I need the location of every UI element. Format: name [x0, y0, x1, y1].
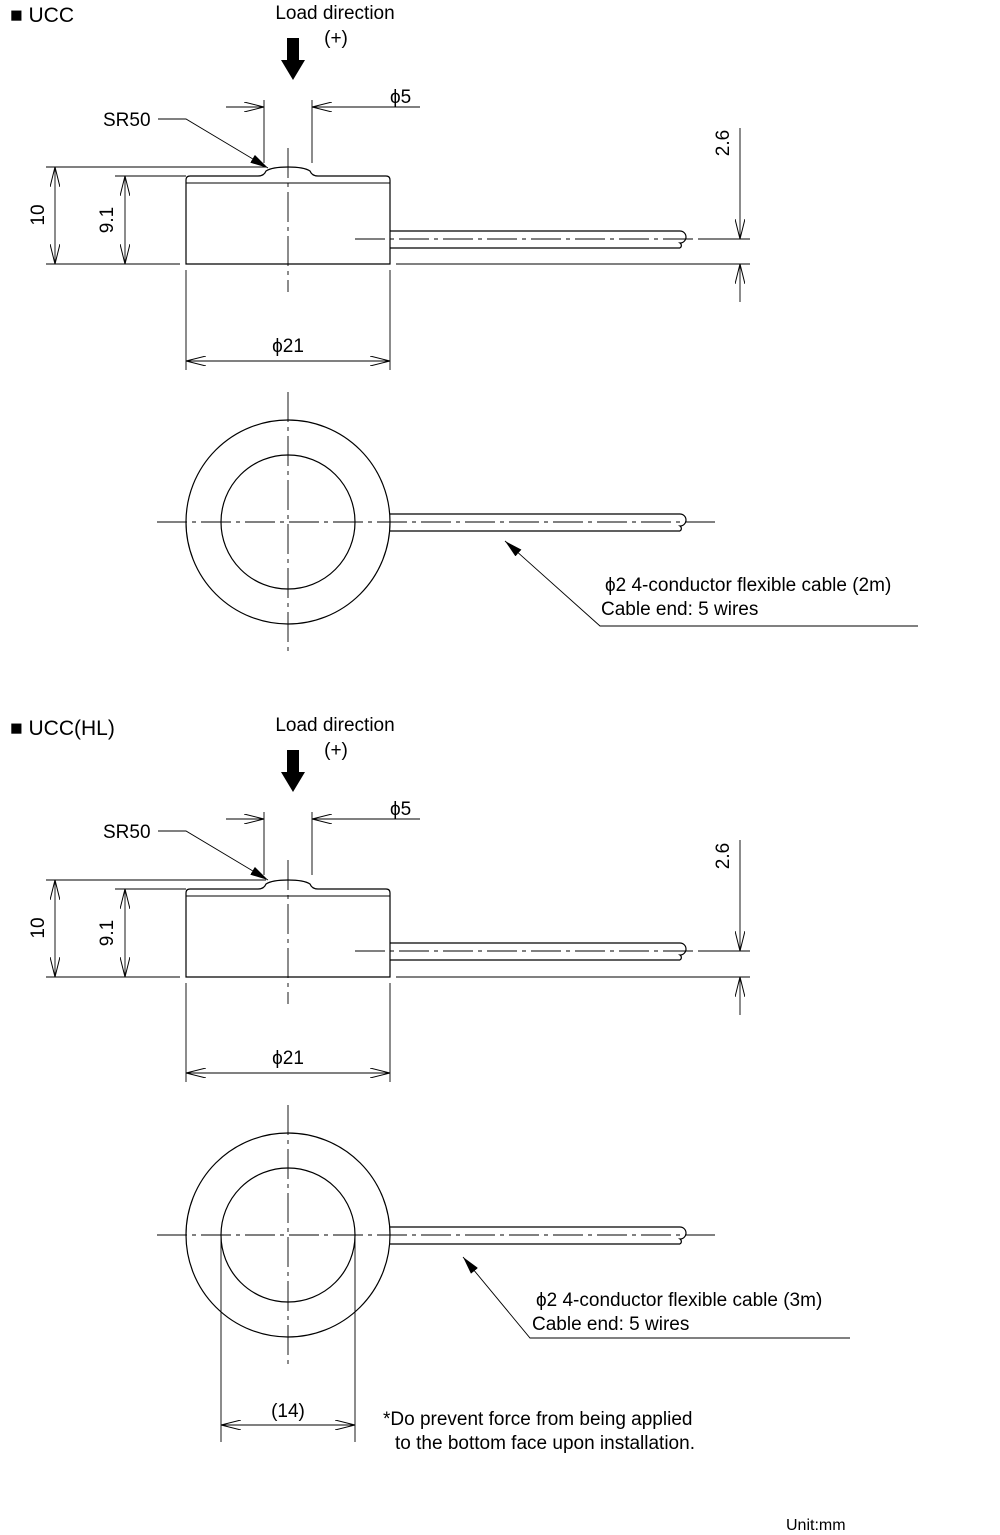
load-direction-label: Load direction: [275, 715, 394, 736]
body-diameter-label: ϕ21: [272, 336, 304, 357]
sphere-radius-label: SR50: [103, 822, 151, 843]
section-title-ucc-hl: ■ UCC(HL): [10, 717, 115, 740]
inner-diameter-label: (14): [271, 1401, 305, 1422]
load-sign-label: (+): [324, 740, 348, 761]
cable-end-top: [678, 1226, 687, 1245]
cable-leader: [462, 1256, 850, 1339]
cable-end: [678, 230, 687, 249]
unit-label: Unit:mm: [786, 1517, 846, 1534]
cable-end-top: [678, 513, 687, 532]
body-height-label: 9.1: [97, 207, 118, 233]
section-ucc-hl: ■ UCC(HL) Load direction (+) ϕ5 SR50 10 …: [10, 715, 850, 1454]
cable-label-2: Cable end: 5 wires: [532, 1314, 689, 1335]
cable-offset-label: 2.6: [713, 130, 734, 156]
load-arrow-icon: [281, 38, 305, 80]
sphere-radius-label: SR50: [103, 110, 151, 131]
sphere-radius-leader: [158, 118, 269, 169]
cable-label-2: Cable end: 5 wires: [601, 599, 758, 620]
section-title-ucc: ■ UCC: [10, 4, 74, 27]
height-total-label: 10: [28, 204, 49, 225]
button-diameter-label: ϕ5: [390, 799, 411, 820]
load-sign-label: (+): [324, 28, 348, 49]
cable-label-1: ϕ2 4-conductor flexible cable (3m): [536, 1290, 822, 1311]
load-direction-label: Load direction: [275, 3, 394, 24]
cable-label-1: ϕ2 4-conductor flexible cable (2m): [605, 575, 891, 596]
section-ucc: ■ UCC Load direction (+) ϕ5 SR50: [10, 3, 918, 655]
body-height-label: 9.1: [97, 920, 118, 946]
sphere-radius-leader: [158, 830, 269, 881]
button-diameter-label: ϕ5: [390, 87, 411, 108]
note-line-1: *Do prevent force from being applied: [383, 1409, 692, 1430]
cable-leader: [504, 540, 918, 627]
load-arrow-icon: [281, 750, 305, 792]
cable-end: [678, 942, 687, 961]
cable-offset-label: 2.6: [713, 843, 734, 869]
height-total-label: 10: [28, 917, 49, 938]
body-diameter-label: ϕ21: [272, 1048, 304, 1069]
note-line-2: to the bottom face upon installation.: [395, 1433, 695, 1454]
